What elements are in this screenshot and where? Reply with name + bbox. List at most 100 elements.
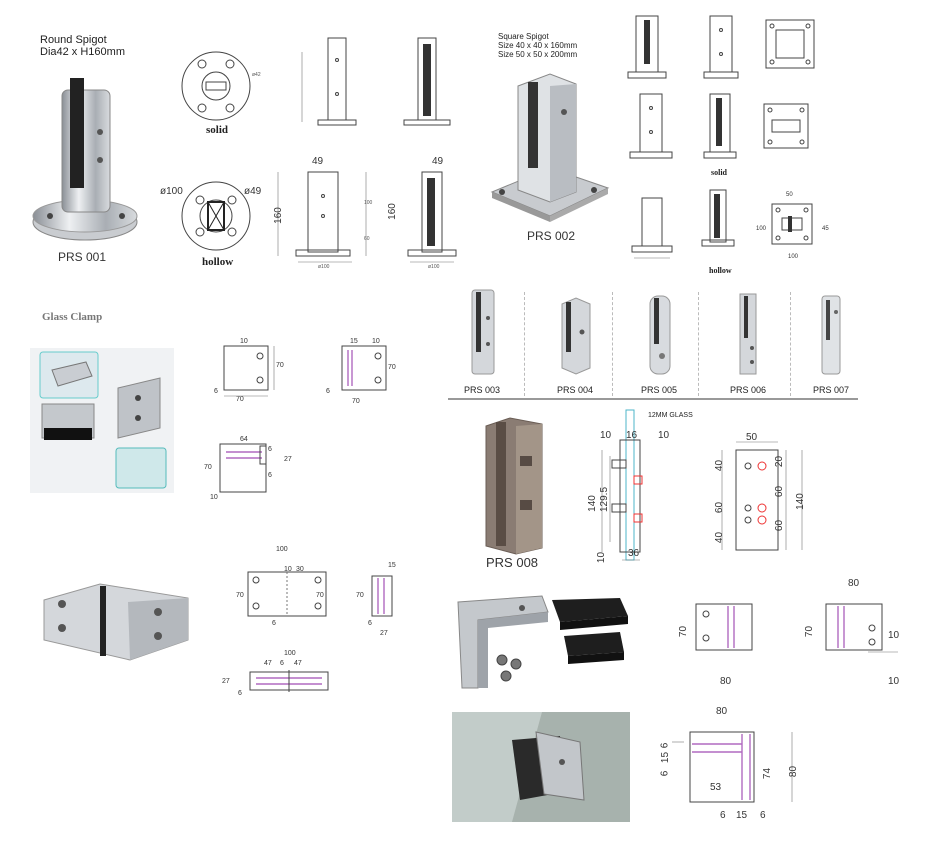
gc-dim-70b: 70 — [236, 396, 244, 403]
p8-dim-129: 129.5 — [599, 486, 611, 513]
gc-dim-6b: 6 — [326, 388, 330, 395]
square-hollow-label: hollow — [709, 266, 732, 275]
round-spigot-size: Dia42 x H160mm — [40, 46, 125, 58]
glass-clamp-side-view — [341, 345, 387, 391]
dim-49: 49 — [312, 156, 324, 167]
clamp2-side-view — [371, 575, 393, 617]
glass-clamp-bottom-view — [219, 443, 267, 493]
square-front-f — [701, 189, 735, 247]
round-solid-top-view — [181, 51, 251, 121]
square-front-c — [629, 93, 673, 159]
clamp2-front-view — [247, 571, 327, 617]
prs008-front-view — [721, 441, 803, 551]
prs008-side-view — [601, 409, 643, 561]
gc-dim-70a: 70 — [276, 362, 284, 369]
corner-side-view — [825, 603, 898, 653]
p8-dim-60a: 60 — [714, 501, 726, 514]
cc-dim-15b: 15 — [736, 810, 748, 821]
gc-dim-70e: 70 — [204, 464, 212, 471]
c2-dim-30: 30 — [296, 566, 304, 573]
gc-dim-64: 64 — [240, 436, 248, 443]
cc-dim-80b: 80 — [848, 578, 860, 589]
prs005-photo — [649, 295, 671, 375]
c2-dim-6: 6 — [272, 620, 276, 627]
cc-dim-15: 15 — [660, 751, 672, 764]
corner-clamp-install-photo — [452, 712, 630, 822]
cc-dim-70a: 70 — [678, 625, 690, 638]
c2-dim-10: 10 — [284, 566, 292, 573]
prs008-code: PRS 008 — [486, 555, 539, 570]
p8-dim-36: 36 — [628, 548, 640, 559]
prs008-photo — [485, 417, 543, 555]
p8-dim-60c: 60 — [774, 519, 786, 532]
square-front-e — [631, 197, 673, 259]
dim-60-v: 60 — [364, 236, 370, 242]
p8-dim-20: 20 — [774, 455, 786, 468]
dim-d100: ø100 — [160, 186, 183, 197]
dim-d42: ø42 — [252, 72, 261, 78]
p8-dim-50: 50 — [746, 432, 758, 443]
c2-dim-100b: 100 — [284, 650, 296, 657]
cc-dim-80c: 80 — [716, 706, 728, 717]
dim-base-100-b: ø100 — [428, 264, 440, 270]
square-solid-label: solid — [711, 168, 728, 177]
round-solid-side-profile — [403, 37, 451, 126]
dim-d49: ø49 — [244, 186, 262, 197]
c2-dim-27b: 27 — [222, 678, 230, 685]
model-code-1: PRS 004 — [557, 385, 594, 395]
p8-dim-40a: 40 — [714, 459, 726, 472]
glass-clamp2-photo — [43, 583, 189, 661]
c2-dim-47a: 47 — [264, 660, 272, 667]
p8-dim-140: 140 — [586, 495, 598, 512]
glass-clamp-front-view — [223, 345, 275, 397]
gc-dim-6d: 6 — [268, 472, 272, 479]
dim-sq-45: 45 — [822, 226, 829, 232]
round-hollow-label: hollow — [202, 256, 234, 268]
corner-front-view — [695, 603, 753, 651]
cc-dim-80a: 80 — [720, 676, 732, 687]
corner-top-view — [672, 731, 793, 803]
p8-dim-10a: 10 — [600, 430, 612, 441]
p8-dim-140b: 140 — [794, 493, 806, 510]
cc-dim-70b: 70 — [804, 625, 816, 638]
round-spigot-title: Round Spigot — [40, 34, 107, 46]
prs008-glass-label: 12MM GLASS — [648, 412, 693, 419]
square-front-b — [703, 15, 739, 79]
round-spigot-code: PRS 001 — [58, 250, 107, 264]
c2-dim-6c: 6 — [238, 690, 242, 697]
dim-49-b: 49 — [432, 156, 444, 167]
round-spigot-photo — [32, 78, 138, 241]
cc-dim-74: 74 — [762, 767, 774, 780]
gc-dim-15: 15 — [350, 338, 358, 345]
gc-dim-70d: 70 — [352, 398, 360, 405]
dim-100-v: 100 — [364, 200, 373, 206]
square-front-a — [627, 15, 667, 79]
clamp2-bottom-view — [249, 670, 329, 692]
p8-dim-10c: 10 — [596, 551, 608, 564]
p8-dim-60b: 60 — [774, 485, 786, 498]
cc-dim-80d: 80 — [788, 765, 800, 778]
corner-clamp-photo — [457, 595, 628, 689]
square-top-b — [763, 103, 809, 149]
dim-160: 160 — [272, 207, 284, 224]
model-code-2: PRS 005 — [641, 385, 678, 395]
c2-dim-47b: 47 — [294, 660, 302, 667]
cc-dim-53: 53 — [710, 782, 722, 793]
cc-dim-6a: 6 — [659, 742, 671, 749]
p8-dim-16: 16 — [626, 430, 638, 441]
model-code-0: PRS 003 — [464, 385, 501, 395]
prs007-photo — [821, 295, 841, 375]
glass-clamp-title: Glass Clamp — [42, 311, 103, 323]
c2-dim-70r: 70 — [316, 592, 324, 599]
gc-dim-6: 6 — [214, 388, 218, 395]
gc-dim-10c: 10 — [210, 494, 218, 501]
gc-dim-6c: 6 — [268, 446, 272, 453]
square-top-a — [765, 19, 815, 69]
cc-dim-10b: 10 — [888, 676, 900, 687]
gc-dim-27: 27 — [284, 456, 292, 463]
c2-dim-70s: 70 — [356, 592, 364, 599]
gc-dim-10a: 10 — [240, 338, 248, 345]
dim-sq-100-v: 100 — [756, 226, 767, 232]
round-hollow-side-profile — [407, 171, 457, 263]
c2-dim-70: 70 — [236, 592, 244, 599]
